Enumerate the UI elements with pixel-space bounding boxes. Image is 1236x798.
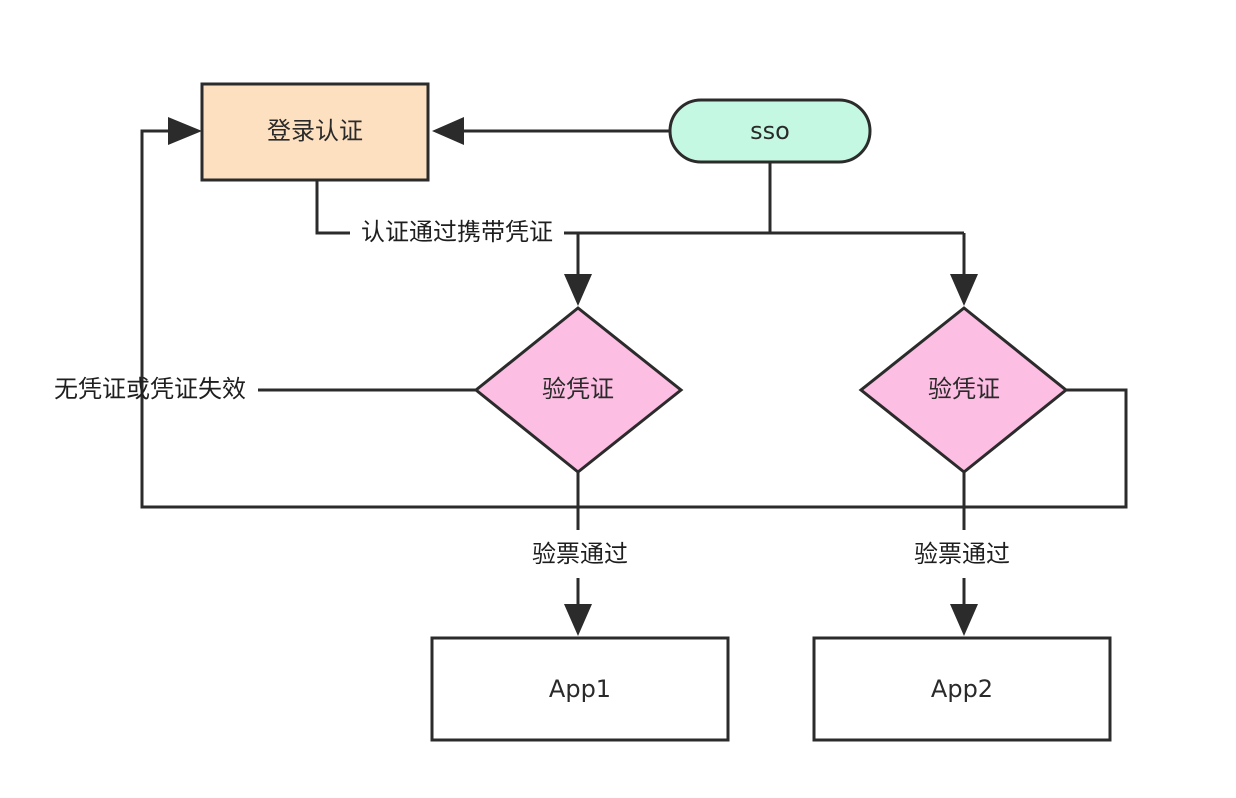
arrow-into-login <box>432 117 464 145</box>
verify-credential-right-node <box>858 306 1069 474</box>
verify-credential-left-node <box>473 306 684 474</box>
edge-label-no-credential: 无凭证或凭证失效 <box>54 375 246 403</box>
edge-verify-right-exit <box>140 129 1128 509</box>
login-auth-label: 登录认证 <box>267 117 363 145</box>
arrow-into-verify-right <box>950 274 978 306</box>
verify-credential-right-label: 验凭证 <box>928 375 1000 403</box>
edge-login-down <box>315 180 350 235</box>
sso-node <box>668 98 872 164</box>
verify-credential-left-label: 验凭证 <box>542 375 614 403</box>
edge-label-ticket-pass-left: 验票通过 <box>532 540 628 568</box>
app1-node <box>430 636 730 742</box>
edge-label-ticket-pass-right: 验票通过 <box>914 540 1010 568</box>
app2-label: App2 <box>931 675 993 703</box>
login-auth-node <box>200 82 430 182</box>
edge-label-auth-pass: 认证通过携带凭证 <box>361 218 553 246</box>
arrow-back-to-login <box>168 117 202 145</box>
app1-label: App1 <box>549 675 611 703</box>
arrow-into-verify-left <box>564 274 592 306</box>
app2-node <box>812 636 1112 742</box>
sso-label: sso <box>750 117 790 145</box>
arrow-into-app2 <box>950 604 978 636</box>
arrow-into-app1 <box>564 604 592 636</box>
